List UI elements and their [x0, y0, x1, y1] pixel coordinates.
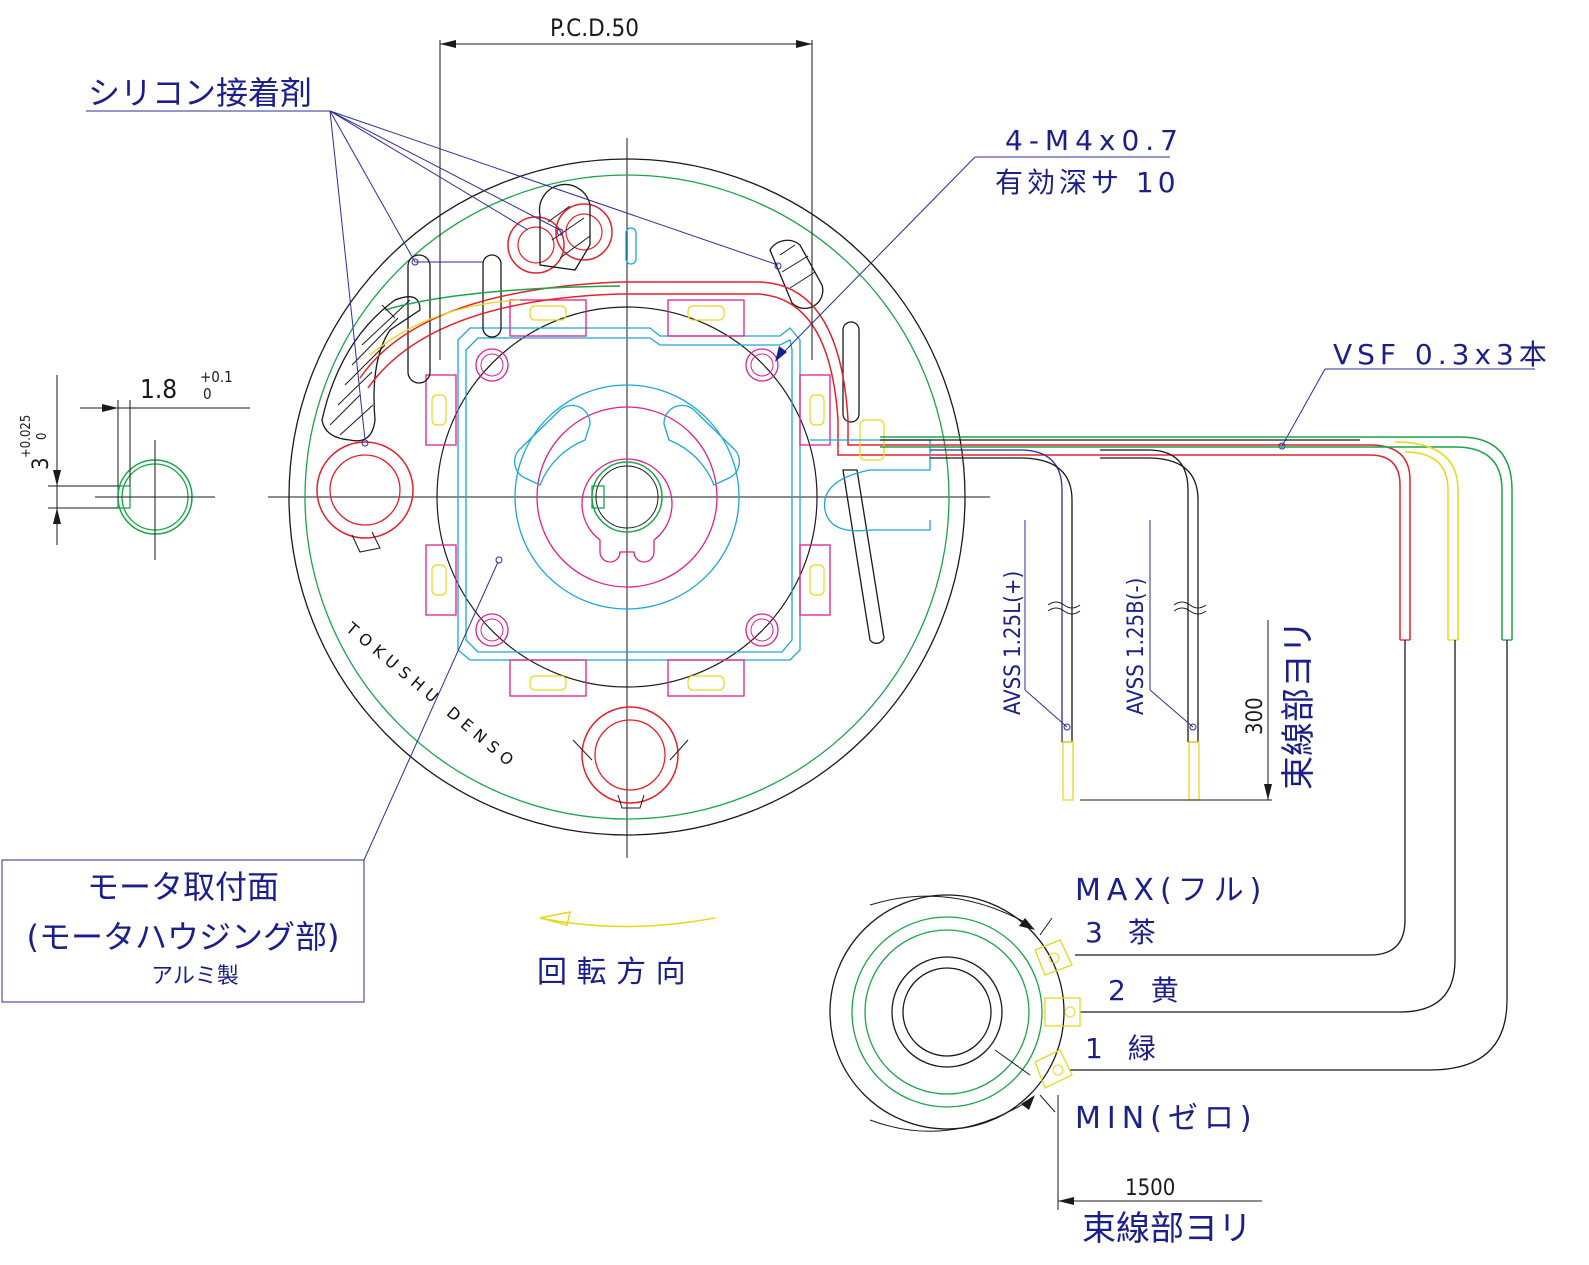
wire-plus-label: AVSS 1.25L(+) — [1001, 571, 1026, 715]
vsf-label: VSF 0.3x3本 — [1333, 338, 1552, 371]
rotation-label: 回 転 方 向 — [537, 955, 686, 990]
mount-holes — [475, 348, 779, 647]
shaft-detail: 1.8 +0.1 0 3 +0.025 0 — [19, 368, 250, 560]
sensor-ring — [829, 894, 1081, 1132]
thread-line2: 有効深サ 10 — [995, 166, 1180, 199]
from-bundle-label-2: 束線部ヨリ — [1082, 1209, 1252, 1249]
mount-line1: モータ取付面 — [87, 868, 279, 906]
min-label: MIN(ゼロ) — [1075, 1101, 1258, 1136]
mount-line3: アルミ製 — [151, 964, 239, 989]
terminal-2-label: 2 黄 — [1108, 974, 1187, 1007]
tol-01-bot: 0 — [203, 385, 212, 403]
terminal-3-label: 3 茶 — [1085, 916, 1164, 949]
tol-025-bot: 0 — [35, 433, 50, 440]
brand-text: TOKUSHU DENSO — [342, 618, 522, 774]
silicone-label: シリコン接着剤 — [88, 74, 312, 112]
len-1500-dimension: 1500 束線部ヨリ — [1057, 1095, 1262, 1249]
max-label: MAX(フル) — [1075, 873, 1267, 908]
silicone-callout: シリコン接着剤 — [86, 74, 782, 447]
len-300-label: 300 — [1243, 697, 1268, 735]
outer-housing-circle — [288, 158, 966, 836]
wire-harness: AVSS 1.25L(+) AVSS 1.25B(-) 300 束線部ヨリ — [880, 436, 1513, 1071]
terminal-1-label: 1 緑 — [1085, 1032, 1164, 1065]
pcd-dimension: P.C.D.50 — [439, 14, 813, 360]
main-body: TOKUSHU DENSO — [268, 138, 1411, 858]
tol-025-top: +0.025 — [19, 415, 34, 458]
tol-01-top: +0.1 — [200, 368, 233, 386]
from-bundle-label-1: 束線部ヨリ — [1279, 620, 1319, 790]
rotation-indicator: 回 転 方 向 — [537, 911, 716, 990]
len-1500-label: 1500 — [1125, 1176, 1175, 1201]
vsf-callout: VSF 0.3x3本 — [1278, 338, 1552, 450]
mount-surface-callout: モータ取付面 (モータハウジング部) アルミ製 — [1, 556, 503, 1003]
thread-callout: 4-M4x0.7 有効深サ 10 — [775, 124, 1184, 362]
pcd-label: P.C.D.50 — [550, 14, 639, 42]
thread-line1: 4-M4x0.7 — [1005, 124, 1184, 157]
dim-18-label: 1.8 — [140, 375, 177, 405]
mount-line2: (モータハウジング部) — [27, 918, 340, 956]
dim-3-label: 3 — [29, 457, 54, 470]
wire-minus-label: AVSS 1.25B(-) — [1124, 578, 1149, 715]
